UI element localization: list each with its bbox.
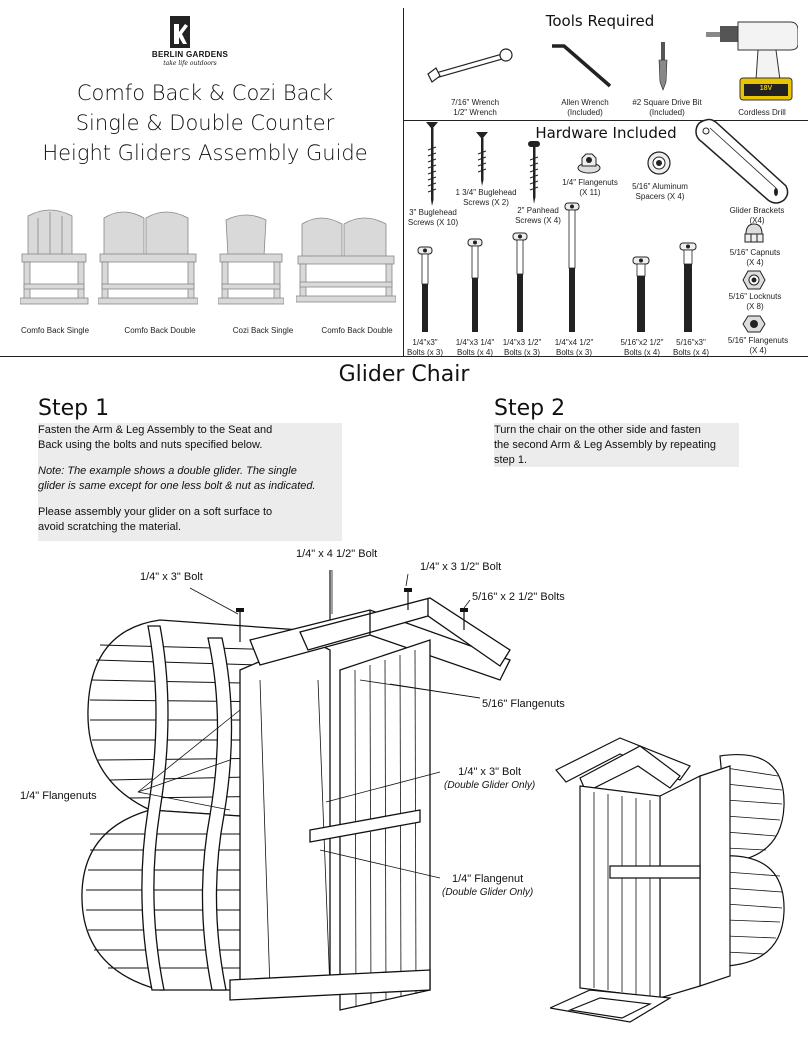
callout-flangenut-14: 1/4" Flangenut (Double Glider Only) [442, 873, 534, 898]
bolt-14x3-icon [417, 246, 433, 332]
bolt-516x3-icon [679, 242, 697, 332]
title-line-3: Height Gliders Assembly Guide [42, 141, 368, 165]
brand-logo: BERLIN GARDENS take life outdoors [140, 16, 240, 72]
bolt-label-4: 1/4"x4 1/2"Bolts (x 3) [554, 338, 594, 357]
step1-body: Fasten the Arm & Leg Assembly to the Sea… [38, 423, 342, 541]
hardware-heading: Hardware Included [535, 124, 677, 142]
bolt-14x412-icon [564, 202, 580, 332]
model-comfo-single-image [20, 209, 89, 305]
drive-bit-icon [658, 42, 668, 91]
model-comfo-double-2-image [296, 217, 396, 303]
step2-heading: Step 2 [494, 396, 566, 421]
bolt-label-2: 1/4"x3 1/4"Bolts (x 4) [455, 338, 495, 357]
locknut-icon [742, 270, 766, 290]
callout-bolt-3-double: 1/4" x 3" Bolt (Double Glider Only) [444, 766, 536, 791]
model-label-comfo-single: Comfo Back Single [20, 326, 90, 335]
step2-assembly-diagram [550, 737, 785, 1023]
buglehead-screw-3-icon [426, 122, 438, 206]
screw-134-label: 1 3/4" Buglehead Screws (X 2) [455, 188, 517, 207]
bolt-label-5: 5/16"x2 1/2"Bolts (x 4) [620, 338, 664, 357]
title-line-2: Single & Double Counter [75, 111, 335, 135]
aluminum-spacer-icon [647, 151, 671, 175]
tool-allen-label: Allen Wrench (Included) [561, 98, 609, 117]
vertical-divider [403, 8, 404, 356]
flangenut-14-label: 1/4" Flangenuts (X 11) [562, 178, 618, 197]
tool-drill-label: Cordless Drill [738, 108, 786, 117]
flangenut-516-label: 5/16" Flangenuts (X 4) [727, 336, 789, 355]
tool-wrench-label: 7/16" Wrench 1/2" Wrench [450, 98, 500, 117]
brand-name: BERLIN GARDENS [151, 50, 229, 59]
model-cozi-single-image [218, 214, 284, 305]
callout-bolt-4-12: 1/4" x 4 1/2" Bolt [296, 548, 378, 560]
callout-flangenuts-14: 1/4" Flangenuts [20, 790, 97, 802]
bolt-label-3: 1/4"x3 1/2"Bolts (x 3) [502, 338, 542, 357]
allen-wrench-icon [552, 44, 612, 88]
panhead-screw-2-icon [528, 141, 540, 204]
locknuts-label: 5/16" Locknuts (X 8) [728, 292, 782, 311]
step1-heading: Step 1 [38, 396, 110, 421]
model-label-comfo-double-2: Comfo Back Double [321, 326, 393, 335]
screw-3-label: 3" Buglehead Screws (X 10) [407, 208, 459, 227]
screw-2-label: 2" Panhead Screws (X 4) [515, 206, 561, 225]
callout-bolt-3-12: 1/4" x 3 1/2" Bolt [420, 561, 502, 573]
callout-bolt-3: 1/4" x 3" Bolt [140, 571, 203, 583]
tools-divider [404, 120, 808, 121]
drill-battery-badge: 18V [759, 85, 773, 92]
bolt-14x314-icon [467, 238, 483, 332]
section-title: Glider Chair [338, 362, 470, 387]
bolt-14x312-icon [512, 232, 528, 332]
cordless-drill-icon [706, 21, 798, 101]
bolt-label-6: 5/16"x3"Bolts (x 4) [672, 338, 709, 357]
tool-bit-label: #2 Square Drive Bit (Included) [632, 98, 702, 117]
callout-flangenuts-516: 5/16" Flangenuts [482, 698, 565, 710]
flangenut-516-icon [742, 315, 766, 333]
callout-bolts-516: 5/16" x 2 1/2" Bolts [472, 591, 565, 603]
wrench-icon [427, 48, 513, 83]
flangenut-14-icon [577, 153, 601, 174]
model-label-cozi-single: Cozi Back Single [232, 326, 294, 335]
header-bottom-rule [0, 356, 808, 357]
brand-tagline: take life outdoors [163, 60, 217, 67]
spacer-label: 5/16" Aluminum Spacers (X 4) [632, 182, 688, 201]
bolt-516x212-icon [632, 256, 650, 332]
step1-assembly-diagram [81, 570, 511, 1011]
logo-mark-icon [170, 16, 190, 48]
bolt-label-1: 1/4"x3"Bolts (x 3) [406, 338, 443, 357]
model-label-comfo-double: Comfo Back Double [124, 326, 196, 335]
capnuts-label: 5/16" Capnuts (X 4) [729, 248, 781, 267]
step2-body: Turn the chair on the other side and fas… [494, 423, 739, 467]
glider-bracket-icon [695, 118, 789, 204]
title-line-1: Comfo Back & Cozi Back [76, 81, 334, 105]
buglehead-screw-134-icon [476, 132, 488, 186]
capnut-icon [744, 223, 764, 243]
bracket-label: Glider Brackets (X4) [729, 206, 785, 225]
tools-heading: Tools Required [545, 12, 655, 30]
page-title: Comfo Back & Cozi Back Single & Double C… [30, 78, 380, 168]
model-comfo-double-image [98, 211, 198, 305]
